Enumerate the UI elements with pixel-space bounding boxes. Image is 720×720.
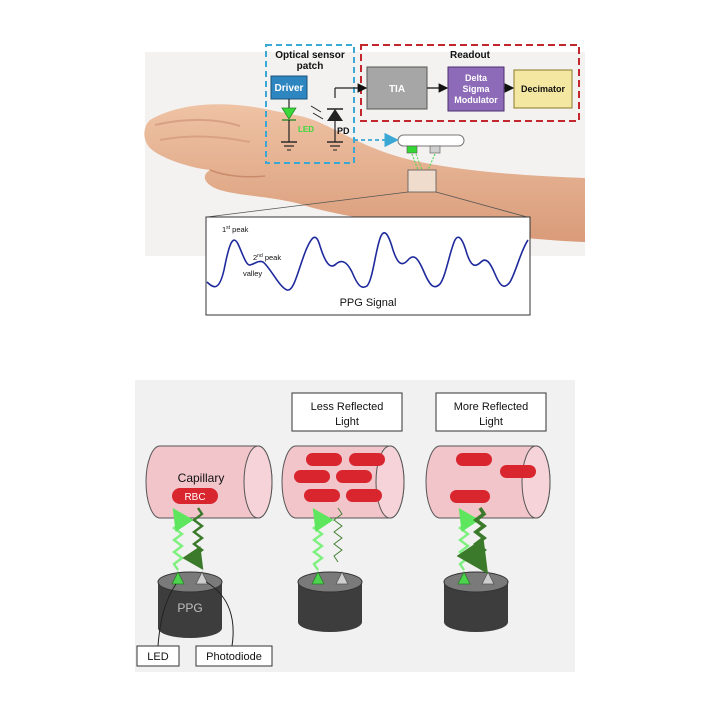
ppg-signal-label: PPG Signal <box>340 297 397 309</box>
led-label: LED <box>298 125 314 134</box>
tia-label: TIA <box>389 84 405 95</box>
emitted-light-wave <box>172 508 194 571</box>
reflected-light-wave <box>182 507 204 570</box>
rbc-label: RBC <box>184 492 205 503</box>
capillary-vessel-2 <box>281 445 405 519</box>
led-callout-label: LED <box>147 651 168 663</box>
decimator-box <box>513 69 573 109</box>
readout-border <box>360 44 580 122</box>
top-panel: Optical sensor patch Driver LED <box>144 44 585 316</box>
ground-icon <box>281 141 297 151</box>
photodiode-callout-box <box>195 645 273 667</box>
capillary-vessel-1: Capillary RBC <box>145 445 273 519</box>
capillary-label: Capillary <box>178 471 225 485</box>
rbc-cell <box>349 453 385 466</box>
ppg-waveform <box>206 232 529 291</box>
reflected-light-wave <box>456 507 488 574</box>
photodiode-icon <box>327 109 343 121</box>
readout-title: Readout <box>450 50 491 61</box>
second-peak-label: 2nd peak <box>253 253 281 262</box>
decimator-label: Decimator <box>521 84 566 94</box>
more-reflected-box <box>435 392 547 432</box>
photodiode-chip-icon <box>335 571 349 585</box>
modulator-label-3: Modulator <box>454 95 498 105</box>
modulator-label-1: Delta <box>465 73 488 83</box>
capillary-vessel-3 <box>425 445 551 519</box>
ppg-frame <box>205 216 531 316</box>
rbc-cell <box>304 489 340 502</box>
photodiode-callout-label: Photodiode <box>206 651 262 663</box>
rbc-cell <box>336 470 372 483</box>
led-diode-icon <box>281 107 297 120</box>
sensor-patch-title-2: patch <box>297 61 324 72</box>
bottom-panel: Less Reflected Light More Reflected Ligh… <box>135 380 575 672</box>
modulator-box <box>447 66 505 112</box>
wrist-sensor <box>206 134 528 218</box>
ground-icon <box>327 141 343 151</box>
rbc-cell <box>500 465 536 478</box>
rbc-cell <box>456 453 492 466</box>
driver-label: Driver <box>275 83 304 94</box>
valley-label: valley <box>243 269 262 278</box>
ppg-sensor-2 <box>297 507 363 632</box>
less-reflected-line2: Light <box>335 416 359 428</box>
more-reflected-line2: Light <box>479 416 503 428</box>
less-reflected-line1: Less Reflected <box>311 401 384 413</box>
reflected-light-wave <box>333 507 343 563</box>
first-peak-label: 1st peak <box>222 225 249 234</box>
led-chip-icon <box>311 571 325 585</box>
sensor-patch-title-1: Optical sensor <box>275 50 345 61</box>
light-rays-icon <box>310 105 324 120</box>
rbc-cell <box>294 470 330 483</box>
emitted-light-wave <box>312 508 334 571</box>
rbc-cell <box>450 490 490 503</box>
ppg-sensor-1: PPG LED Photodiode <box>136 507 273 667</box>
photodiode-chip-icon <box>195 571 209 585</box>
ppg-label: PPG <box>177 601 202 615</box>
led-callout-box <box>136 645 180 667</box>
ppg-sensor-3 <box>443 507 509 632</box>
hand-illustration <box>144 104 585 242</box>
sensor-patch-border <box>265 44 355 164</box>
pd-label: PD <box>337 126 350 136</box>
less-reflected-box <box>291 392 403 432</box>
modulator-label-2: Sigma <box>462 84 490 94</box>
led-chip-icon <box>457 571 471 585</box>
more-reflected-line1: More Reflected <box>454 401 529 413</box>
ppg-signal-box: 1st peak 2nd peak valley PPG Signal <box>205 216 531 316</box>
readout-block: Readout TIA Delta Sigma Modulator Decima… <box>356 44 580 122</box>
rbc-cell <box>306 453 342 466</box>
led-chip-icon <box>171 571 185 585</box>
rbc-cell <box>172 488 218 504</box>
optical-sensor-patch: Optical sensor patch Driver LED <box>265 44 399 164</box>
rbc-cell <box>346 489 382 502</box>
photodiode-chip-icon <box>481 571 495 585</box>
